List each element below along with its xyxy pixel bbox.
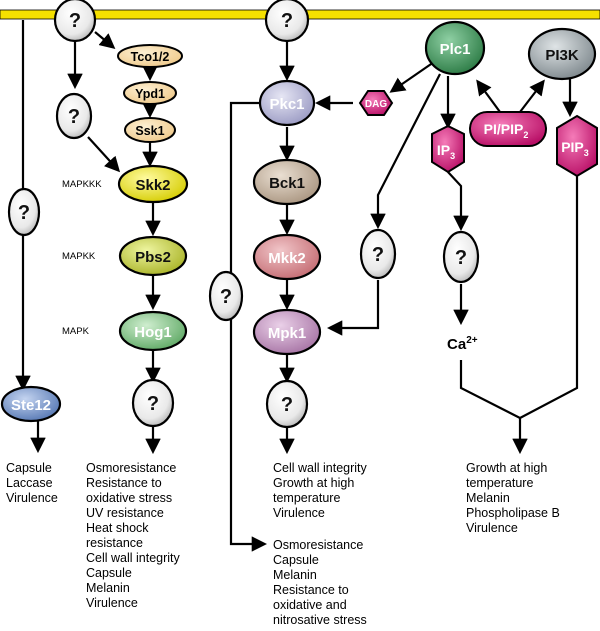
output-line: Laccase (6, 476, 53, 490)
unknown-node-5: ? (131, 378, 175, 428)
output-line: Resistance to (86, 476, 162, 490)
unknown-node-7: ? (359, 228, 397, 280)
unknown-node-3: ? (7, 187, 41, 237)
node-ypd1: Ypd1 (123, 81, 177, 105)
connectors (15, 20, 579, 552)
svg-text:IP3: IP3 (437, 142, 455, 161)
output-line: Capsule (86, 566, 132, 580)
node-pip3-subscript: 3 (584, 148, 589, 158)
unknown-node-8-label: ? (455, 247, 467, 269)
output-line: Cell wall integrity (86, 551, 181, 565)
outputs-calcium: Growth at high temperature Melanin Phosp… (466, 461, 563, 535)
node-ssk1: Ssk1 (124, 117, 176, 143)
node-bck1-label: Bck1 (269, 175, 305, 192)
output-line: UV resistance (86, 506, 164, 520)
node-pip3-label: PIP (561, 139, 584, 155)
calcium-label-base: Ca (447, 336, 467, 353)
node-ste12-label: Ste12 (11, 397, 51, 414)
node-pi-pip2: PI/PIP2 (469, 111, 547, 147)
outputs-hog1: Osmoresistance Resistance to oxidative s… (86, 461, 183, 610)
tier-label-mapkkk: MAPKKK (62, 179, 102, 190)
calcium-label: Ca2+ (447, 335, 478, 353)
unknown-node-5-label: ? (147, 393, 159, 415)
tier-label-mapkk: MAPKK (62, 251, 96, 262)
unknown-node-6: ? (265, 379, 309, 429)
unknown-node-2-label: ? (68, 106, 80, 128)
output-line: Capsule (6, 461, 52, 475)
unknown-node-7-label: ? (372, 244, 384, 266)
unknown-node-1: ? (53, 0, 97, 43)
node-pi-pip2-label: PI/PIP (484, 121, 524, 137)
output-line: Virulence (86, 596, 138, 610)
node-ste12: Ste12 (0, 385, 62, 423)
output-line: Melanin (466, 491, 510, 505)
output-line: Capsule (273, 553, 319, 567)
node-pi-pip2-subscript: 2 (523, 130, 528, 140)
node-ip3-subscript: 3 (450, 151, 455, 161)
unknown-node-9-label: ? (220, 286, 232, 308)
output-line: Growth at high (273, 476, 354, 490)
output-line: Osmoresistance (86, 461, 176, 475)
node-pkc1-label: Pkc1 (269, 96, 304, 113)
node-ssk1-label: Ssk1 (135, 124, 164, 138)
unknown-node-4-label: ? (281, 10, 293, 32)
node-pip3: PIP3 (556, 114, 598, 178)
output-line: Heat shock (86, 521, 149, 535)
unknown-node-2: ? (55, 92, 93, 140)
output-line: Melanin (273, 568, 317, 582)
output-line: temperature (466, 476, 533, 490)
output-line: oxidative and (273, 598, 347, 612)
node-pbs2-label: Pbs2 (135, 249, 171, 266)
unknown-node-8: ? (442, 230, 480, 284)
output-line: Cell wall integrity (273, 461, 368, 475)
output-line: temperature (273, 491, 340, 505)
node-skk2-label: Skk2 (135, 177, 170, 194)
unknown-node-1-label: ? (69, 10, 81, 32)
calcium-label-superscript: 2+ (466, 335, 478, 346)
output-line: Virulence (273, 506, 325, 520)
output-line: Resistance to (273, 583, 349, 597)
output-line: Virulence (6, 491, 58, 505)
output-line: Osmoresistance (273, 538, 363, 552)
node-pi3k: PI3K (527, 27, 597, 81)
output-line: nitrosative stress (273, 613, 367, 627)
unknown-node-4: ? (264, 0, 310, 43)
node-bck1: Bck1 (252, 158, 322, 206)
outputs-ste12: Capsule Laccase Virulence (6, 461, 58, 505)
node-ypd1-label: Ypd1 (135, 87, 165, 101)
output-line: Melanin (86, 581, 130, 595)
outputs-pkc1: Osmoresistance Capsule Melanin Resistanc… (273, 538, 367, 627)
output-line: oxidative stress (86, 491, 172, 505)
node-hog1-label: Hog1 (134, 324, 172, 341)
output-line: Growth at high (466, 461, 547, 475)
node-pbs2: Pbs2 (118, 235, 188, 277)
output-line: Virulence (466, 521, 518, 535)
node-pkc1: Pkc1 (258, 79, 316, 127)
node-plc1: Plc1 (424, 20, 486, 76)
node-tco12-label: Tco1/2 (131, 50, 170, 64)
node-dag: DAG (358, 90, 394, 116)
svg-text:PI/PIP2: PI/PIP2 (484, 121, 529, 140)
node-skk2: Skk2 (117, 164, 189, 204)
node-tco12: Tco1/2 (117, 44, 183, 68)
unknown-node-9: ? (208, 270, 244, 322)
node-mkk2: Mkk2 (252, 233, 322, 281)
node-ip3-label: IP (437, 142, 450, 158)
node-mkk2-label: Mkk2 (268, 250, 306, 267)
node-dag-label: DAG (365, 99, 387, 110)
node-mpk1-label: Mpk1 (268, 325, 306, 342)
node-pi3k-label: PI3K (545, 47, 579, 64)
unknown-node-6-label: ? (281, 394, 293, 416)
node-hog1: Hog1 (118, 310, 188, 352)
outputs-mpk1: Cell wall integrity Growth at high tempe… (273, 461, 370, 520)
tier-label-mapk: MAPK (62, 326, 90, 337)
output-line: Phospholipase B (466, 506, 560, 520)
unknown-node-3-label: ? (18, 202, 30, 224)
node-ip3: IP3 (431, 124, 465, 174)
output-line: resistance (86, 536, 143, 550)
svg-text:PIP3: PIP3 (561, 139, 589, 158)
node-plc1-label: Plc1 (440, 41, 471, 58)
node-mpk1: Mpk1 (252, 308, 322, 356)
